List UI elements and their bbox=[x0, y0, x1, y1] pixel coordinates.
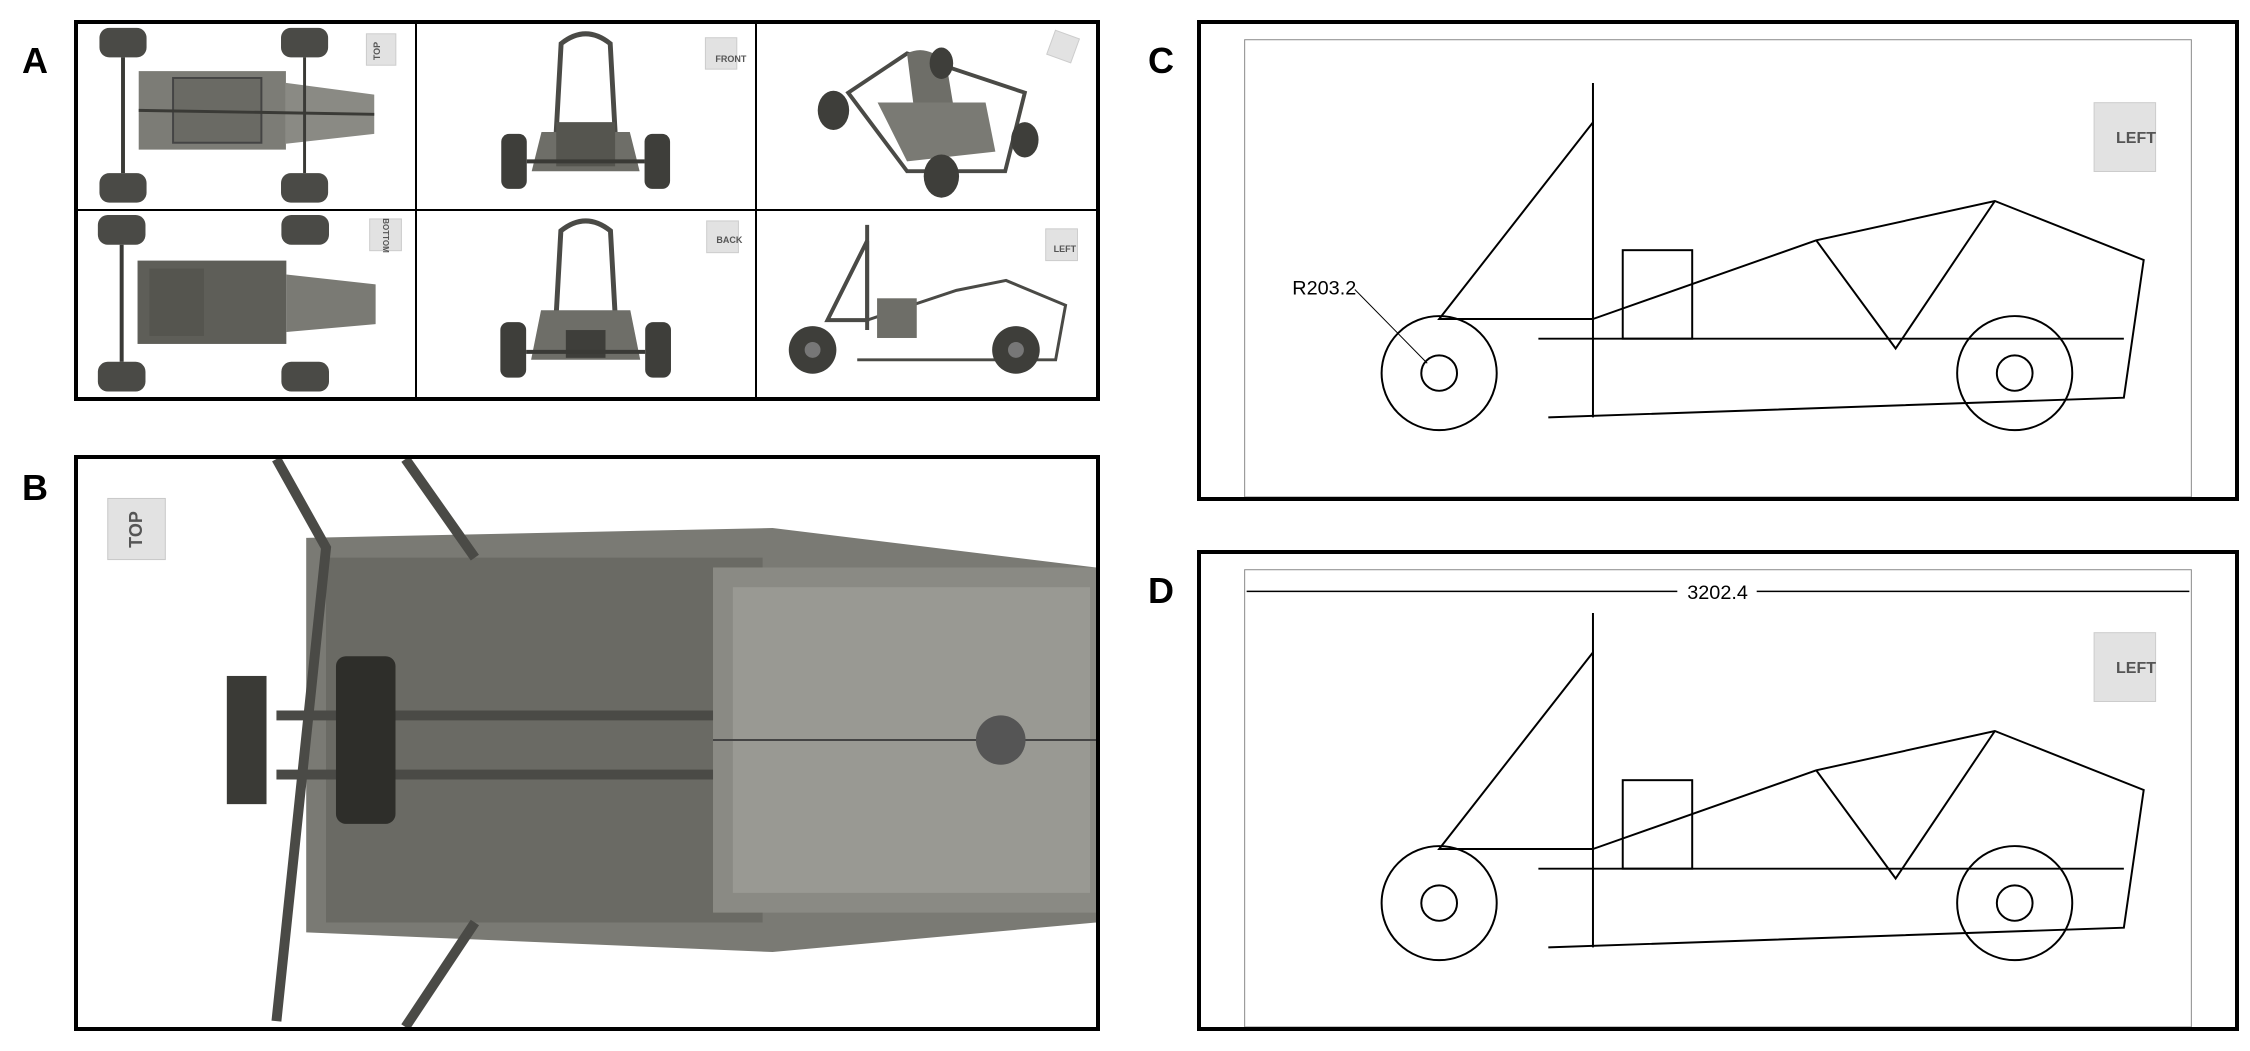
radius-dimension-label: R203.2 bbox=[1292, 278, 1356, 300]
view-isometric bbox=[756, 24, 1096, 211]
panel-letter-d: D bbox=[1148, 570, 1174, 611]
panel-c-left-drawing: R203.2 LEFT bbox=[1197, 20, 2239, 501]
view-back: BACK bbox=[417, 210, 757, 397]
panel-d-left-drawing: 3202.4 LEFT bbox=[1197, 550, 2239, 1031]
view-cube-label: FRONT bbox=[715, 54, 747, 64]
length-dimension-label: 3202.4 bbox=[1687, 582, 1748, 604]
view-cube-label: BACK bbox=[716, 234, 743, 245]
view-cube-label: TOP bbox=[372, 41, 383, 61]
view-cube-label: TOP bbox=[125, 511, 146, 548]
panel-letter-a: A bbox=[22, 40, 48, 81]
panel-b-top-detail: TOP bbox=[74, 455, 1100, 1031]
view-cube-label: BOTTOM bbox=[380, 217, 390, 253]
view-bottom: BOTTOM bbox=[78, 210, 418, 397]
view-cube-label: LEFT bbox=[2116, 130, 2156, 147]
panel-a-views-grid: TOP FRONT bbox=[74, 20, 1100, 401]
view-top: TOP bbox=[78, 24, 418, 211]
view-front: FRONT bbox=[417, 24, 757, 211]
panel-letter-c: C bbox=[1148, 40, 1174, 81]
view-cube-label: LEFT bbox=[2116, 660, 2156, 677]
view-cube-label: LEFT bbox=[1053, 243, 1077, 254]
view-left: LEFT bbox=[757, 211, 1096, 398]
panel-letter-b: B bbox=[22, 467, 48, 508]
